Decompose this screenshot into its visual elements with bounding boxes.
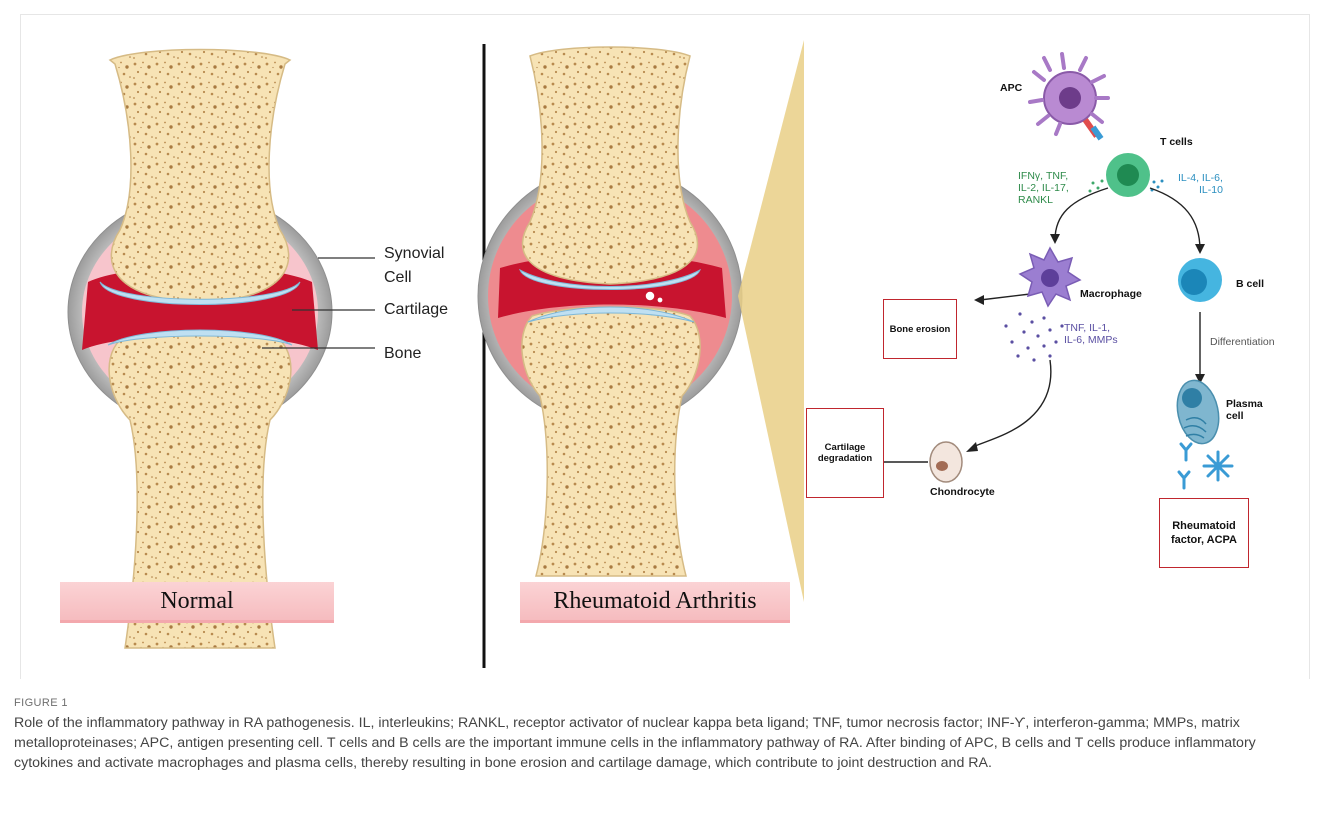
chondrocyte-cell [930, 442, 962, 482]
chondrocyte-label: Chondrocyte [930, 486, 995, 498]
th1-cytokines-label: IFNγ, TNF, IL-2, IL-17, RANKL [1018, 170, 1069, 206]
macrophage-dots [1004, 312, 1063, 361]
bone-erosion-box: Bone erosion [883, 299, 957, 359]
cartilage-label: Cartilage [384, 301, 448, 319]
rheumatoid-factor-label: Rheumatoid factor, ACPA [1171, 519, 1237, 547]
normal-upper-bone [110, 50, 290, 303]
normal-joint [68, 50, 332, 649]
ra-joint [478, 47, 742, 576]
cartilage-degradation-box: Cartilage degradation [806, 408, 884, 498]
bone-label: Bone [384, 345, 421, 363]
th2-dots [1151, 180, 1164, 192]
differentiation-label: Differentiation [1210, 336, 1275, 348]
t-cells-label: T cells [1160, 136, 1193, 148]
rheumatoid-factor-box: Rheumatoid factor, ACPA [1159, 498, 1249, 568]
th2-cytokines-label: IL-4, IL-6, IL-10 [1178, 172, 1223, 196]
bone-erosion-label: Bone erosion [890, 324, 951, 335]
cartilage-degradation-label: Cartilage degradation [818, 442, 872, 464]
normal-panel-label: Normal [60, 582, 334, 620]
antibody-icons [1179, 444, 1232, 488]
figure-label: FIGURE 1 [14, 697, 68, 709]
plasma-cell-label: Plasma cell [1226, 398, 1263, 422]
ra-panel-label: Rheumatoid Arthritis [520, 582, 790, 620]
ra-upper-bone [523, 47, 698, 284]
synovial-cell-label: Synovial Cell [384, 242, 444, 290]
pathway-diagram [868, 54, 1232, 488]
b-cell-label: B cell [1236, 278, 1264, 290]
macrophage-cell [1020, 248, 1080, 306]
zoom-wedge [738, 40, 804, 602]
ra-lower-bone [522, 307, 700, 576]
ra-erosion-bubble [645, 291, 655, 301]
apc-label: APC [1000, 82, 1022, 94]
plasma-cell [1172, 377, 1224, 448]
t-cell [1106, 153, 1150, 197]
figure-caption: Role of the inflammatory pathway in RA p… [14, 713, 1304, 773]
apc-cell [1030, 54, 1108, 140]
b-cell [1178, 258, 1222, 302]
macrophage-label: Macrophage [1080, 288, 1142, 300]
macrophage-cytokines-label: TNF, IL-1, IL-6, MMPs [1064, 322, 1118, 346]
